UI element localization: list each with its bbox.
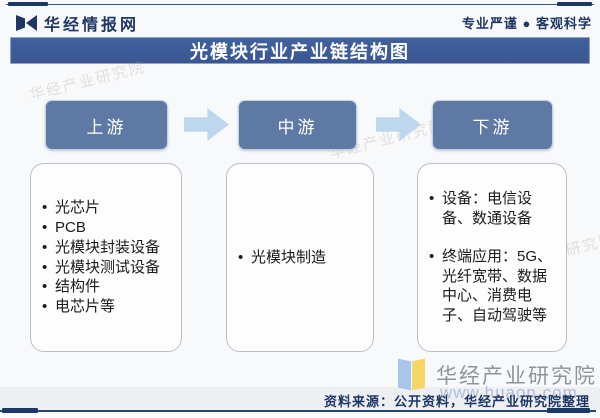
footer-band	[0, 387, 600, 410]
stage-upstream-label: 上游	[86, 117, 127, 137]
downstream-items-box: 设备：电信设备、数通设备终端应用：5G、光纤宽带、数据中心、消费电子、自动驾驶等	[417, 163, 567, 352]
top-left-rule-cap	[8, 2, 48, 6]
open-book-icon	[398, 358, 426, 392]
stage-downstream-box: 下游	[432, 100, 553, 150]
chain-item: 电芯片等	[41, 297, 175, 317]
bottom-divider	[0, 410, 596, 412]
chain-item: 结构件	[41, 277, 175, 297]
data-source-note: 资料来源：公开资料，华经产业研究院整理	[323, 394, 590, 409]
site-logo-icon	[16, 15, 37, 31]
bottom-left-rule-cap	[2, 408, 38, 413]
chain-item: 光模块制造	[237, 248, 367, 268]
stage-midstream-box: 中游	[238, 100, 357, 150]
top-divider	[6, 4, 594, 5]
chain-item: PCB	[41, 218, 175, 238]
bottom-right-rule-cap	[547, 408, 590, 413]
site-brand: 华经情报网	[16, 11, 139, 35]
footer-brand: 华经产业研究院	[398, 358, 597, 392]
stage-midstream-label: 中游	[277, 117, 318, 137]
page-title: 光模块行业产业链结构图	[190, 41, 410, 62]
downstream-item-list: 设备：电信设备、数通设备终端应用：5G、光纤宽带、数据中心、消费电子、自动驾驶等	[428, 189, 560, 326]
upstream-item-list: 光芯片PCB光模块封装设备光模块测试设备结构件电芯片等	[41, 198, 175, 317]
website-url-watermark: www.huaon.com	[440, 383, 578, 402]
top-right-rule-cap	[557, 2, 592, 6]
stage-upstream-box: 上游	[45, 100, 168, 150]
stage-downstream-label: 下游	[472, 117, 513, 137]
site-name: 华经情报网	[44, 17, 140, 34]
chain-item: 终端应用：5G、光纤宽带、数据中心、消费电子、自动驾驶等	[428, 247, 560, 326]
chain-item: 设备：电信设备、数通设备	[428, 189, 560, 229]
midstream-items-box: 光模块制造	[226, 163, 374, 352]
upstream-items-box: 光芯片PCB光模块封装设备光模块测试设备结构件电芯片等	[30, 163, 182, 352]
right-arrow-icon	[184, 108, 229, 141]
chain-item: 光芯片	[41, 198, 175, 218]
chain-item: 光模块测试设备	[41, 258, 175, 278]
footer-brand-name: 华经产业研究院	[436, 365, 597, 388]
title-banner: 光模块行业产业链结构图	[10, 37, 590, 64]
chain-item: 光模块封装设备	[41, 238, 175, 258]
midstream-item-list: 光模块制造	[237, 248, 367, 268]
site-slogan: 专业严谨 ● 客观科学	[461, 16, 592, 31]
